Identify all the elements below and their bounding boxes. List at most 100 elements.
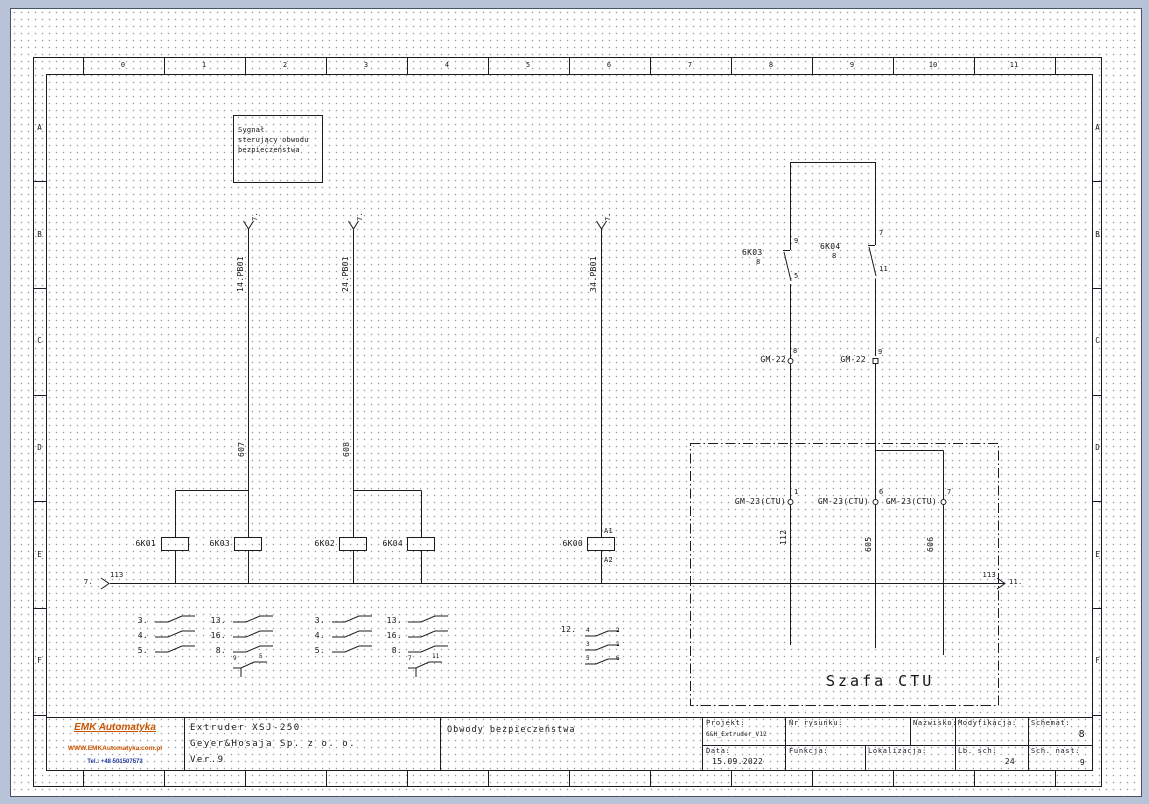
row-letter-a-right: A	[1095, 123, 1100, 132]
mirror-6k02-row2: 4.	[314, 631, 325, 640]
ruler-col-3: 3	[363, 61, 369, 69]
bus-ref-left: 7.	[84, 578, 94, 586]
mirror-6k03-row2: 16.	[210, 631, 226, 640]
ruler-col-4: 4	[444, 61, 450, 69]
bus-label-left: 113	[110, 571, 124, 579]
row-letter-f-right: F	[1095, 656, 1100, 665]
note-box	[233, 115, 323, 183]
note-line-3: bezpieczeństwa	[238, 146, 300, 154]
row-letter-e-right: E	[1095, 550, 1100, 559]
ruler-col-11: 11	[1009, 61, 1019, 69]
mirror-6k01-row3: 5.	[137, 646, 148, 655]
coil-label-6k00: 6K00	[562, 539, 583, 548]
project-customer: Geyer&Hosaja Sp. z o. o.	[190, 739, 357, 749]
mirror-6k01-row1: 3.	[137, 616, 148, 625]
mirror-6k04-row2: 16.	[386, 631, 402, 640]
contact-blades	[783, 246, 877, 282]
contact-pin-6k03-top: 9	[794, 237, 799, 245]
terminal-pin-gm23-1: 1	[794, 488, 799, 496]
field-nr-rysunku-label: Nr rysunku:	[789, 719, 844, 727]
row-letter-e-left: E	[37, 550, 42, 559]
mirror-6k02-row1: 3.	[314, 616, 325, 625]
mirror-6k02-row3: 5.	[314, 646, 325, 655]
field-schemat-label: Schemat:	[1031, 719, 1071, 727]
ruler-col-7: 7	[687, 61, 693, 69]
terminal-markers	[787, 358, 947, 505]
ruler-col-6: 6	[606, 61, 612, 69]
wire-label-24pb01: 24.PB01	[341, 256, 350, 292]
field-lbsch-label: Lb. sch:	[958, 747, 998, 755]
row-letter-b-right: B	[1095, 230, 1100, 239]
mirror-6k00-r2r: 1	[616, 641, 620, 648]
terminal-pin-gm23-3: 7	[947, 488, 952, 496]
row-letter-c-left: C	[37, 336, 42, 345]
row-letter-c-right: C	[1095, 336, 1100, 345]
contact-pin-6k04-top: 7	[879, 229, 884, 237]
mirror-6k04-row3: 8.	[391, 646, 402, 655]
note-line-1: Sygnał	[238, 126, 265, 134]
wire-number-606: 606	[926, 536, 935, 552]
ruler-col-8: 8	[768, 61, 774, 69]
contact-mirrors	[155, 615, 619, 677]
contact-pin-6k04-bottom: 11	[879, 265, 889, 273]
field-funkcja-label: Funkcja:	[789, 747, 829, 755]
contact-ref-6k03: 8	[756, 258, 761, 266]
terminal-pin-gm22-left: 8	[793, 347, 798, 355]
feeder-wires	[110, 229, 1005, 584]
wire-ref-f1: 7.	[251, 211, 259, 221]
mirror-6k00-label: 12.	[561, 625, 577, 634]
wire-number-605: 605	[864, 536, 873, 552]
contact-ref-6k04: 8	[832, 252, 837, 260]
mirror-6k04-row1: 13.	[386, 616, 402, 625]
field-schnast-value: 9	[1079, 758, 1085, 767]
wire-label-14pb01: 14.PB01	[236, 256, 245, 292]
terminal-label-gm23-2: GM-23(CTU)	[817, 497, 869, 506]
mirror-6k00-r3r: 6	[616, 655, 620, 662]
coil-terminal-a2: A2	[604, 556, 614, 564]
mirror-6k00-r1l: 4	[586, 627, 590, 634]
mirror-6k03-extra-left: 9	[233, 655, 237, 662]
mirror-6k03-row1: 13.	[210, 616, 226, 625]
bus-ref-right: 11.	[1009, 578, 1023, 586]
terminal-label-gm22-right: GM-22	[840, 355, 866, 364]
row-letter-d-left: D	[37, 443, 42, 452]
field-nazwisko-label: Nazwisko:	[913, 719, 958, 727]
wire-ref-f2: 7.	[356, 211, 364, 221]
field-schnast-label: Sch. nast:	[1031, 747, 1081, 755]
field-modyfikacja-label: Modyfikacja:	[958, 719, 1017, 727]
cabinet-label: Szafa CTU	[826, 672, 935, 690]
field-data-value: 15.09.2022	[712, 757, 764, 766]
coil-label-6k03: 6K03	[209, 539, 230, 548]
coil-label-6k02: 6K02	[314, 539, 335, 548]
contact-label-6k04: 6K04	[820, 242, 841, 251]
titleblock-grid	[46, 717, 1093, 771]
ruler-col-5: 5	[525, 61, 531, 69]
drawing-frame	[33, 57, 1102, 787]
field-schemat-value: 8	[1078, 729, 1085, 740]
mirror-6k00-r3l: 5	[586, 655, 590, 662]
ruler-col-9: 9	[849, 61, 855, 69]
signal-arrows	[100, 220, 1006, 590]
row-letter-f-left: F	[37, 656, 42, 665]
mirror-6k03-extra-right: 5	[259, 653, 263, 660]
ruler-col-2: 2	[282, 61, 288, 69]
contact-label-6k03: 6K03	[742, 248, 763, 257]
row-letter-a-left: A	[37, 123, 42, 132]
field-lokalizacja-label: Lokalizacja:	[868, 747, 927, 755]
project-name: Extruder XSJ-250	[190, 723, 301, 733]
terminal-label-gm23-1: GM-23(CTU)	[734, 497, 786, 506]
coil-terminal-a1: A1	[604, 527, 614, 535]
company-website: WWW.EMKAutomatyka.com.pl	[67, 745, 163, 752]
ruler-col-1: 1	[201, 61, 207, 69]
mirror-6k00-r2l: 3	[586, 641, 590, 648]
bus-label-right: 113	[982, 571, 996, 579]
wire-label-34pb01: 34.PB01	[589, 256, 598, 292]
note-line-2: sterujący obwodu	[238, 136, 309, 144]
row-letter-d-right: D	[1095, 443, 1100, 452]
field-projekt-label: Projekt:	[706, 719, 746, 727]
ruler-col-10: 10	[928, 61, 938, 69]
drawing-page[interactable]	[10, 8, 1142, 797]
terminal-label-gm22-left: GM-22	[760, 355, 786, 364]
field-data-label: Data:	[706, 747, 731, 755]
